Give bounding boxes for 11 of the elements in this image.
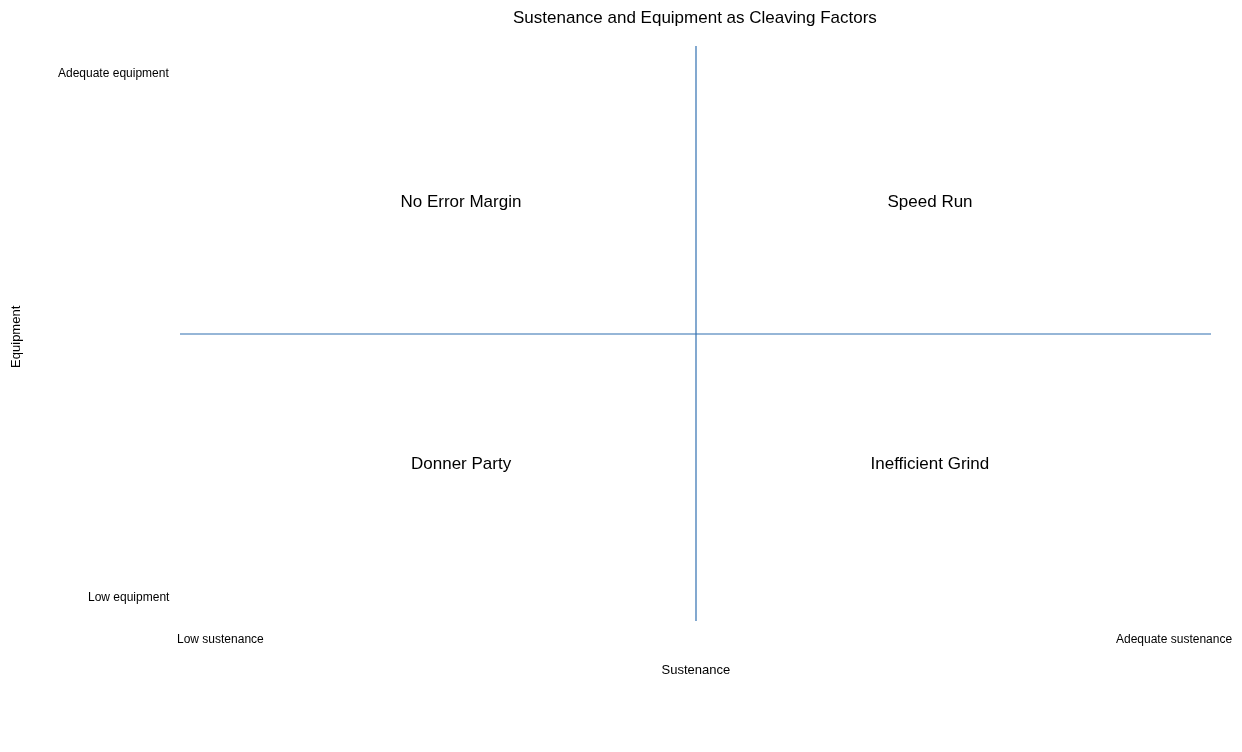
axis-tick-label: Adequate equipment xyxy=(58,66,169,81)
axis-tick-label: Low sustenance xyxy=(177,632,264,647)
quadrant-label: No Error Margin xyxy=(400,192,522,213)
quadrant-label: Inefficient Grind xyxy=(870,454,990,475)
axis-tick-label: Low equipment xyxy=(88,590,170,605)
chart-title: Sustenance and Equipment as Cleaving Factors xyxy=(513,8,877,29)
axis-title: Sustenance xyxy=(661,662,731,678)
axis-title: Equipment xyxy=(8,305,24,368)
quadrant-label: Speed Run xyxy=(887,192,973,213)
quadrant-label: Donner Party xyxy=(411,454,512,475)
axis-tick-label: Adequate sustenance xyxy=(1116,632,1233,647)
